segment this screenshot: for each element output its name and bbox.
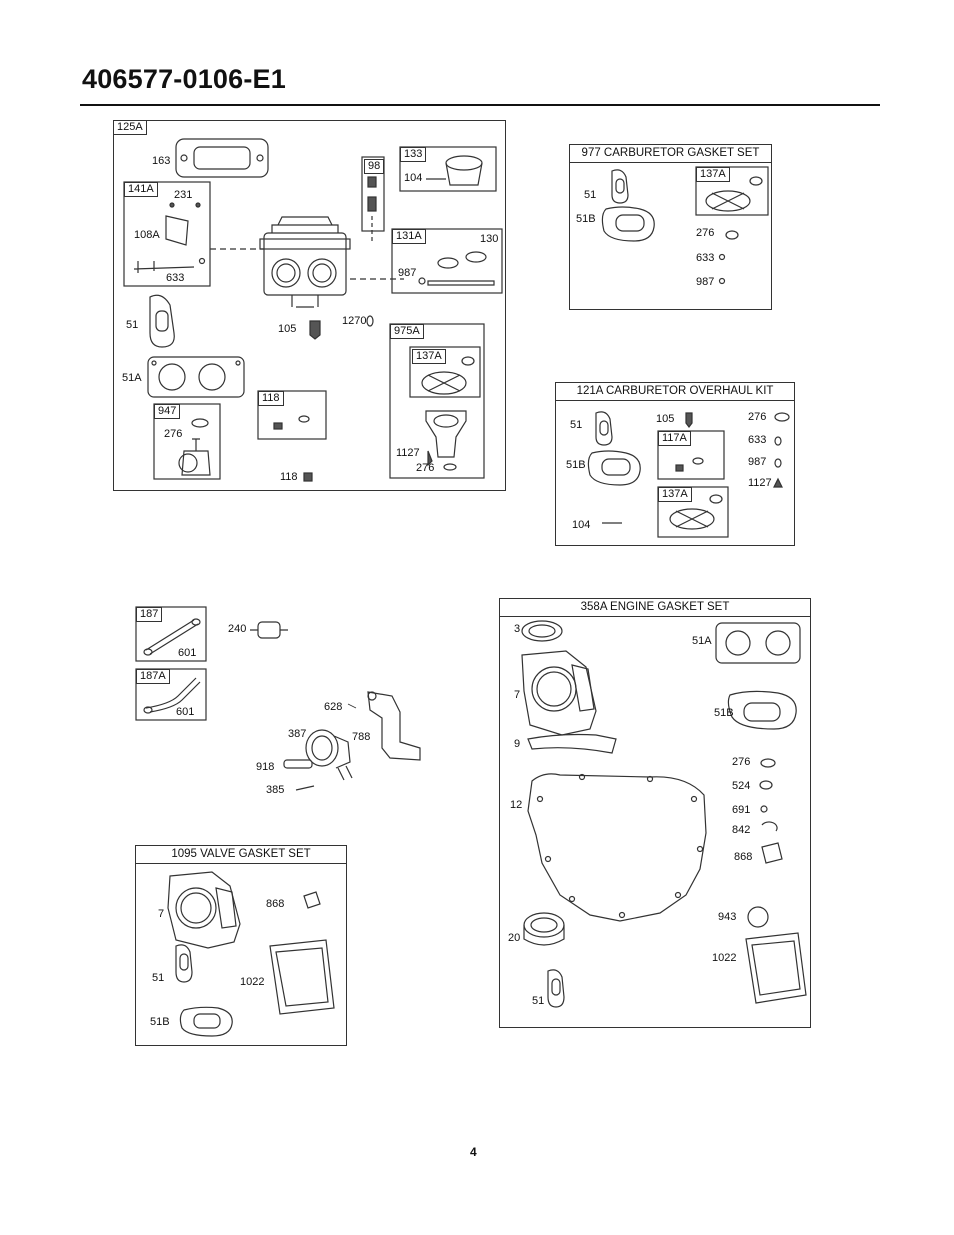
label-7: 7 xyxy=(158,908,165,920)
label-51: 51 xyxy=(126,319,139,331)
label-633: 633 xyxy=(166,272,185,284)
tag-187a: 187A xyxy=(136,669,170,684)
panel-358a-engine-gasket-set: 358A ENGINE GASKET SET 3 51A 7 51B 9 276… xyxy=(499,598,811,1028)
label-51: 51 xyxy=(532,995,545,1007)
gasket-set-drawing xyxy=(601,166,769,285)
label-276: 276 xyxy=(732,756,751,768)
label-51: 51 xyxy=(152,972,165,984)
label-987: 987 xyxy=(398,267,417,279)
label-51a: 51A xyxy=(122,372,142,384)
tag-975a: 975A xyxy=(390,324,424,339)
label-3: 3 xyxy=(514,623,521,635)
label-105: 105 xyxy=(278,323,297,335)
label-51b: 51B xyxy=(714,707,734,719)
label-51: 51 xyxy=(570,419,583,431)
label-51b: 51B xyxy=(566,459,586,471)
label-633: 633 xyxy=(748,434,767,446)
label-51a: 51A xyxy=(692,635,712,647)
panel-977-carburetor-gasket-set: 977 CARBURETOR GASKET SET 51 51B 137A 27… xyxy=(569,144,772,310)
tag-125a: 125A xyxy=(113,120,147,135)
panel-title: 121A CARBURETOR OVERHAUL KIT xyxy=(556,383,794,401)
label-1022: 1022 xyxy=(712,952,737,964)
label-788: 788 xyxy=(352,731,371,743)
label-387: 387 xyxy=(288,728,307,740)
label-240: 240 xyxy=(228,623,247,635)
panel-title: 358A ENGINE GASKET SET xyxy=(500,599,810,617)
label-276: 276 xyxy=(696,227,715,239)
misc-parts-area: 187 601 187A 601 240 628 387 788 918 385 xyxy=(130,600,450,810)
panel-121a-carburetor-overhaul-kit: 121A CARBURETOR OVERHAUL KIT 51 105 276 … xyxy=(555,382,795,546)
misc-parts-drawing xyxy=(135,606,421,791)
label-12: 12 xyxy=(510,799,523,811)
tag-137a: 137A xyxy=(696,167,730,182)
label-9: 9 xyxy=(514,738,521,750)
tag-141a: 141A xyxy=(124,182,158,197)
valve-gasket-drawing xyxy=(167,871,335,1037)
label-118: 118 xyxy=(280,471,298,483)
page-number: 4 xyxy=(470,1145,477,1159)
label-104: 104 xyxy=(404,172,423,184)
label-51b: 51B xyxy=(150,1016,170,1028)
tag-187: 187 xyxy=(136,607,163,622)
label-108a: 108A xyxy=(134,229,160,241)
label-1127: 1127 xyxy=(396,447,420,459)
tag-137a: 137A xyxy=(658,487,692,502)
label-163: 163 xyxy=(152,155,171,167)
panel-title: 977 CARBURETOR GASKET SET xyxy=(570,145,771,163)
panel-title: 1095 VALVE GASKET SET xyxy=(136,846,346,864)
label-1022: 1022 xyxy=(240,976,265,988)
tag-131a: 131A xyxy=(392,229,426,244)
label-524: 524 xyxy=(732,780,751,792)
label-842: 842 xyxy=(732,824,751,836)
tag-137a: 137A xyxy=(412,349,446,364)
label-1127: 1127 xyxy=(748,477,772,489)
tag-118: 118 xyxy=(258,391,284,406)
label-1270: 1270 xyxy=(342,315,367,327)
label-633: 633 xyxy=(696,252,715,264)
title-rule xyxy=(80,104,880,106)
label-918: 918 xyxy=(256,761,275,773)
label-987: 987 xyxy=(748,456,767,468)
panel-125a: 125A xyxy=(113,120,506,491)
label-276: 276 xyxy=(748,411,767,423)
overhaul-kit-drawing xyxy=(587,411,790,538)
tag-98: 98 xyxy=(364,159,385,174)
label-7: 7 xyxy=(514,689,521,701)
label-231: 231 xyxy=(174,189,193,201)
label-276: 276 xyxy=(164,428,183,440)
carburetor-assembly-drawing xyxy=(123,138,503,482)
label-691: 691 xyxy=(732,804,751,816)
label-276b: 276 xyxy=(416,462,435,474)
tag-117a: 117A xyxy=(658,431,691,446)
label-105: 105 xyxy=(656,413,675,425)
label-868: 868 xyxy=(266,898,285,910)
label-51: 51 xyxy=(584,189,597,201)
label-868: 868 xyxy=(734,851,753,863)
engine-gasket-drawing xyxy=(521,620,807,1008)
label-628: 628 xyxy=(324,701,343,713)
label-943: 943 xyxy=(718,911,737,923)
label-601: 601 xyxy=(178,647,197,659)
label-385: 385 xyxy=(266,784,285,796)
label-20: 20 xyxy=(508,932,521,944)
label-601b: 601 xyxy=(176,706,195,718)
page-title: 406577-0106-E1 xyxy=(82,64,286,94)
label-987: 987 xyxy=(696,276,715,288)
tag-133: 133 xyxy=(400,147,427,162)
tag-947: 947 xyxy=(154,404,181,419)
label-130: 130 xyxy=(480,233,499,245)
label-51b: 51B xyxy=(576,213,596,225)
panel-1095-valve-gasket-set: 1095 VALVE GASKET SET 7 868 51 1022 51B xyxy=(135,845,347,1046)
label-104: 104 xyxy=(572,519,591,531)
